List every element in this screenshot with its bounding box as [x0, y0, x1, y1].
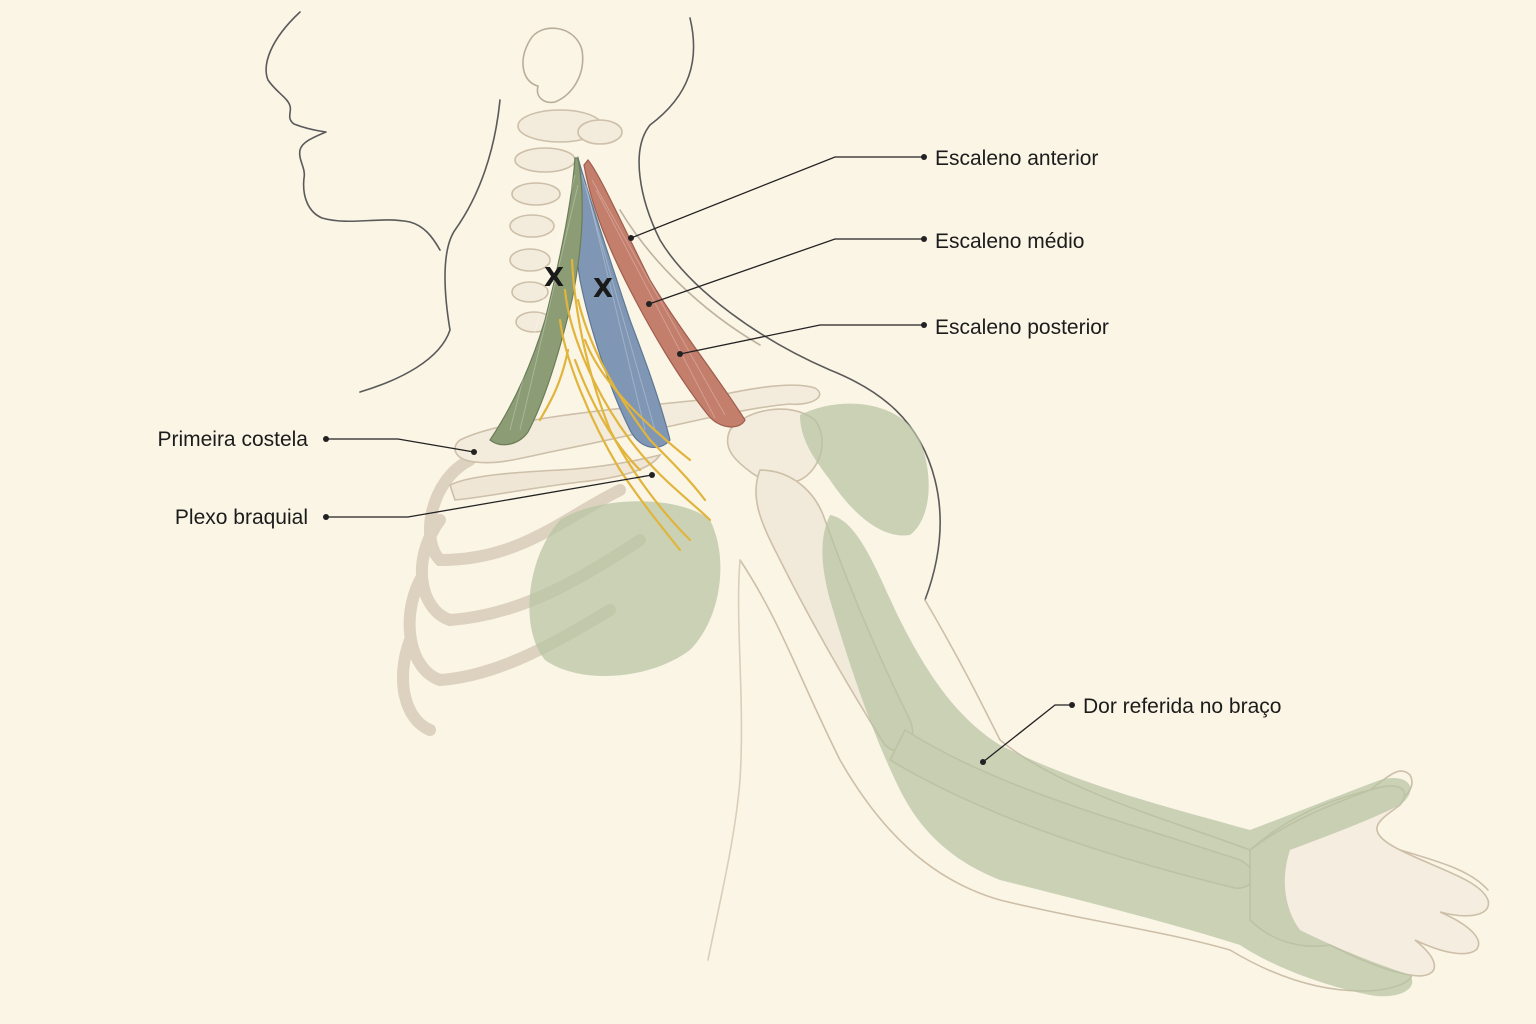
trapezius-line: [619, 209, 761, 346]
shoulder-joint: [726, 408, 824, 485]
marker-anterior: X: [544, 263, 564, 293]
leader-costela: [326, 438, 475, 453]
brachial-plexus-nerves: [538, 258, 712, 552]
escaleno-anterior-muscle: [489, 157, 583, 446]
label-escaleno-posterior: Escaleno posterior: [935, 316, 1109, 339]
leader-posterior: [679, 324, 924, 355]
escaleno-posterior-muscle: [583, 159, 746, 428]
referred-pain-areas: [529, 403, 1413, 997]
scalene-muscles: [489, 155, 746, 448]
neck-front: [359, 99, 501, 393]
face-profile: [265, 11, 441, 251]
leader-medio: [648, 238, 924, 305]
ear: [522, 27, 584, 104]
callouts: [323, 154, 1075, 765]
leader-plexo: [326, 474, 653, 518]
leader-anterior: [630, 156, 924, 239]
label-escaleno-anterior: Escaleno anterior: [935, 147, 1098, 170]
neck-back: [638, 17, 941, 601]
label-primeira-costela: Primeira costela: [157, 428, 308, 451]
marker-medio: X: [593, 274, 613, 304]
pain-shoulder: [800, 403, 929, 536]
label-escaleno-medio: Escaleno médio: [935, 230, 1084, 253]
pain-chest: [529, 501, 721, 677]
trigger-markers: X X: [544, 263, 613, 304]
clavicle-lower: [449, 453, 662, 501]
leader-dor: [982, 704, 1072, 763]
label-dor-referida: Dor referida no braço: [1083, 695, 1281, 718]
label-plexo-braquial: Plexo braquial: [175, 506, 308, 529]
pain-arm: [822, 515, 1413, 997]
torso-line: [707, 559, 743, 961]
labels: Escaleno anterior Escaleno médio Escalen…: [157, 147, 1281, 718]
